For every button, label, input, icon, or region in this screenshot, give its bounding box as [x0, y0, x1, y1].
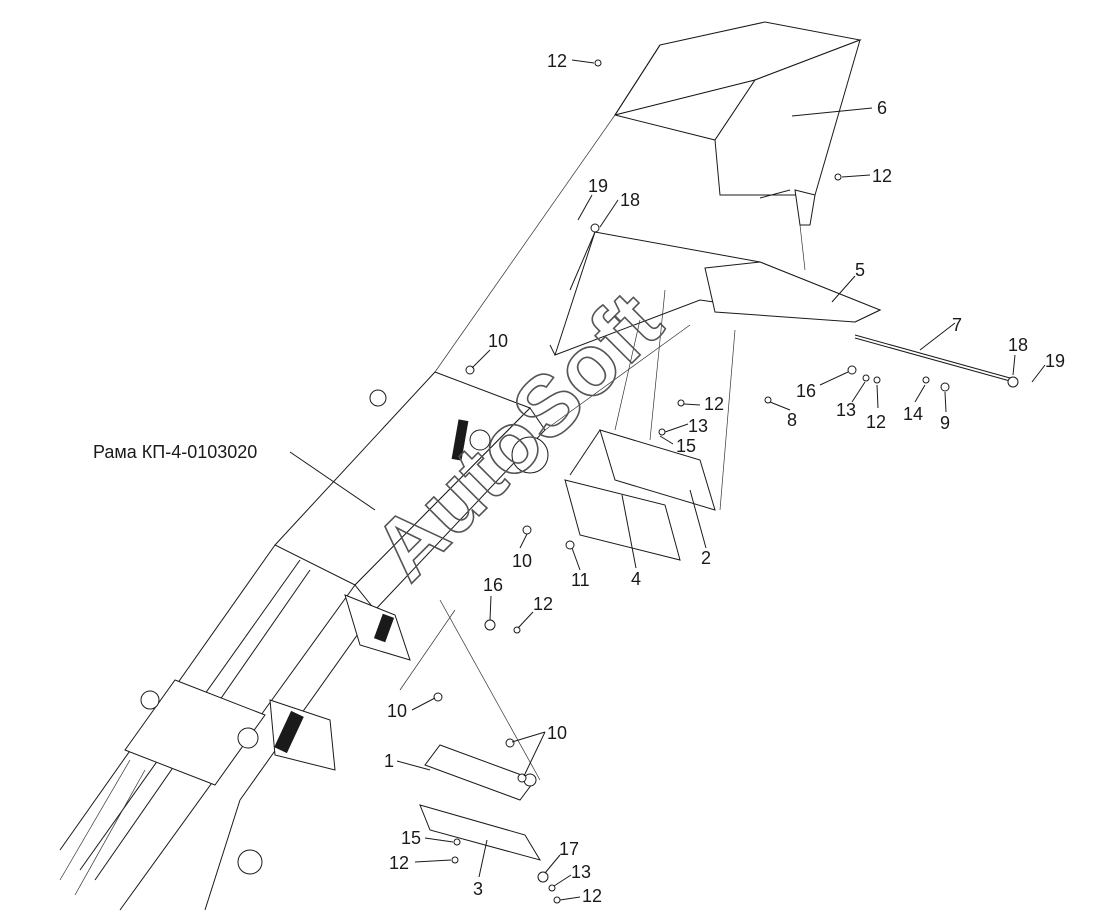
label-10-b: 10 — [512, 551, 532, 571]
label-18-b: 18 — [1008, 335, 1028, 355]
label-12-b: 12 — [872, 166, 892, 186]
label-9: 9 — [940, 413, 950, 433]
label-4: 4 — [631, 569, 641, 589]
label-2: 2 — [701, 548, 711, 568]
label-12-d: 12 — [704, 394, 724, 414]
label-6: 6 — [877, 98, 887, 118]
frame-label: Рама КП-4-0103020 — [93, 442, 257, 462]
label-8: 8 — [787, 410, 797, 430]
label-12-e: 12 — [533, 594, 553, 614]
label-19-a: 19 — [588, 176, 608, 196]
assembly-lines — [399, 114, 806, 781]
labels: Рама КП-4-0103020 12 6 12 19 18 5 7 18 1… — [93, 51, 1065, 906]
label-1: 1 — [384, 751, 394, 771]
label-10-c: 10 — [387, 701, 407, 721]
part-3-plate — [419, 804, 542, 861]
part-7-rod — [854, 334, 1011, 382]
label-10-a: 10 — [488, 331, 508, 351]
label-5: 5 — [855, 260, 865, 280]
label-10-d: 10 — [547, 723, 567, 743]
label-18-a: 18 — [620, 190, 640, 210]
label-12-f: 12 — [389, 853, 409, 873]
label-12-c: 12 — [866, 412, 886, 432]
part-4-plate — [564, 479, 681, 561]
part-5-housing — [549, 231, 882, 356]
label-16-b: 17 — [559, 839, 579, 859]
label-14: 14 — [903, 404, 923, 424]
label-13-b: 13 — [688, 416, 708, 436]
label-13-a: 13 — [836, 400, 856, 420]
label-3: 3 — [473, 879, 483, 899]
label-15-a: 15 — [676, 436, 696, 456]
label-7: 7 — [952, 315, 962, 335]
label-11: 11 — [571, 570, 590, 590]
label-17: 16 — [483, 575, 503, 595]
label-12-a: 12 — [547, 51, 567, 71]
leader-lines — [289, 59, 1046, 901]
label-16-a: 16 — [796, 381, 816, 401]
label-15-b: 15 — [401, 828, 421, 848]
part-6-cover — [613, 21, 862, 226]
label-13-c: 13 — [571, 862, 591, 882]
part-1-plate — [424, 744, 537, 801]
label-12-g: 12 — [582, 886, 602, 906]
fasteners — [433, 59, 1019, 904]
part-2-plate — [569, 429, 716, 511]
label-19-b: 19 — [1045, 351, 1065, 371]
frame-beam — [59, 371, 549, 911]
